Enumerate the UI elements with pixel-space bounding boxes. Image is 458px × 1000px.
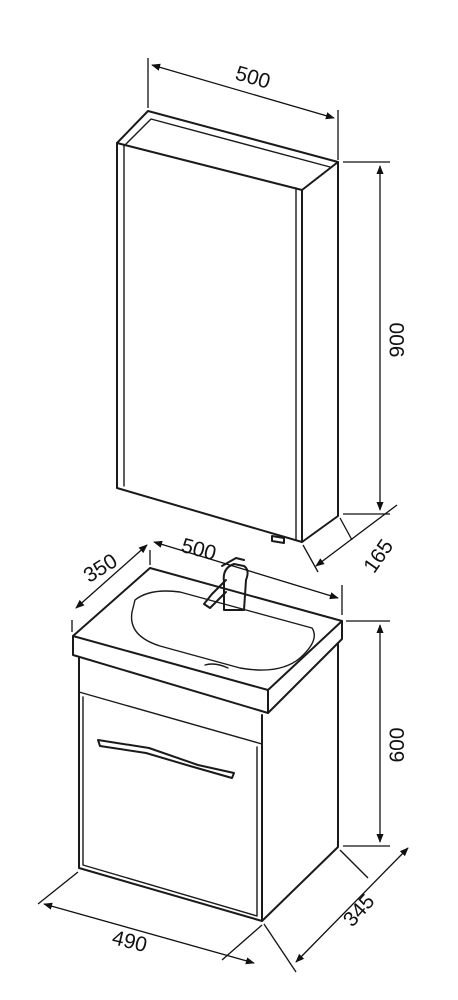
dimension-basin-depth: 350 bbox=[71, 544, 151, 632]
cabinet-height-label: 900 bbox=[386, 322, 409, 357]
dimension-cabinet-height: 900 bbox=[343, 161, 409, 515]
basin-depth-label: 350 bbox=[80, 549, 122, 587]
basin-width-label: 500 bbox=[179, 534, 219, 565]
mirror-cabinet bbox=[116, 110, 339, 544]
cabinet-depth-label: 165 bbox=[359, 535, 398, 577]
dimension-vanity-width: 490 bbox=[37, 871, 263, 965]
cabinet-top-face bbox=[116, 110, 339, 191]
vanity-width-label: 490 bbox=[110, 926, 150, 957]
cabinet-bottom-light bbox=[271, 535, 285, 544]
basin-front-edge bbox=[72, 635, 269, 714]
drawer-handle bbox=[97, 739, 235, 779]
vanity-height-label: 600 bbox=[386, 727, 409, 762]
drawer-front-panel bbox=[82, 696, 258, 917]
basin-bowl bbox=[130, 590, 315, 671]
vanity-depth-label: 345 bbox=[339, 890, 380, 931]
dimension-vanity-depth: 345 bbox=[263, 847, 409, 973]
drawer-top-edge bbox=[78, 691, 263, 745]
basin-side-edge bbox=[267, 620, 343, 714]
vanity-side-face bbox=[261, 642, 339, 922]
cabinet-front-face bbox=[116, 142, 303, 543]
basin-drain bbox=[204, 663, 229, 669]
vanity-front-face bbox=[78, 657, 263, 922]
dimension-vanity-height: 600 bbox=[343, 620, 409, 847]
cabinet-side-face bbox=[301, 161, 339, 543]
dimension-cabinet-depth: 165 bbox=[302, 504, 398, 577]
vanity-unit bbox=[72, 557, 343, 922]
cabinet-top-inner-edge bbox=[123, 118, 331, 168]
dimension-cabinet-width: 500 bbox=[147, 58, 339, 160]
cabinet-width-label: 500 bbox=[233, 62, 273, 94]
